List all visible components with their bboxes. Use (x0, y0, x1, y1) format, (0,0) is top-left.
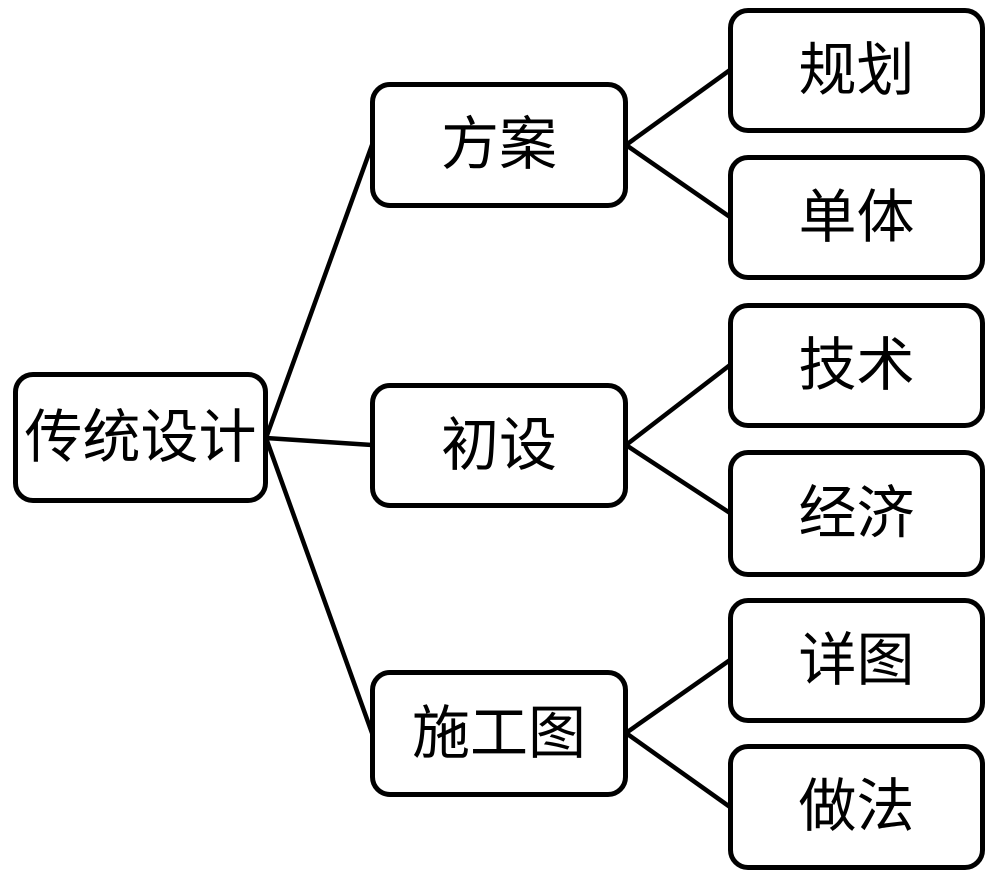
node-planning: 规划 (728, 8, 985, 133)
node-technology: 技术 (728, 303, 985, 428)
connector-root-to-scheme (263, 142, 375, 441)
node-preliminary-design-label: 初设 (440, 412, 557, 478)
connector-construction-to-detail (623, 657, 733, 736)
node-economy: 经济 (728, 450, 985, 577)
node-planning-label: 规划 (798, 37, 915, 103)
node-technology-label: 技术 (798, 332, 915, 398)
connector-scheme-to-unit (623, 142, 733, 220)
node-economy-label: 经济 (798, 480, 915, 546)
node-method-label: 做法 (798, 774, 915, 839)
connector-scheme-to-planning (623, 67, 733, 148)
node-traditional-design: 传统设计 (13, 372, 268, 503)
node-scheme-label: 方案 (440, 112, 557, 177)
node-construction-drawing-label: 施工图 (411, 700, 586, 766)
node-detail-drawing: 详图 (728, 598, 985, 723)
node-traditional-design-label: 传统设计 (24, 404, 257, 470)
connector-preliminary-to-technology (623, 362, 733, 448)
node-construction-drawing: 施工图 (370, 670, 628, 797)
node-unit-label: 单体 (798, 184, 915, 250)
node-detail-drawing-label: 详图 (798, 627, 915, 693)
connector-construction-to-method (623, 730, 733, 810)
node-method: 做法 (728, 744, 985, 870)
node-preliminary-design: 初设 (370, 383, 628, 508)
connector-root-to-construction-drawing (263, 435, 375, 736)
connector-root-to-preliminary-design (263, 435, 375, 448)
node-scheme: 方案 (370, 82, 628, 208)
connector-preliminary-to-economy (623, 442, 733, 516)
node-unit: 单体 (728, 155, 985, 280)
